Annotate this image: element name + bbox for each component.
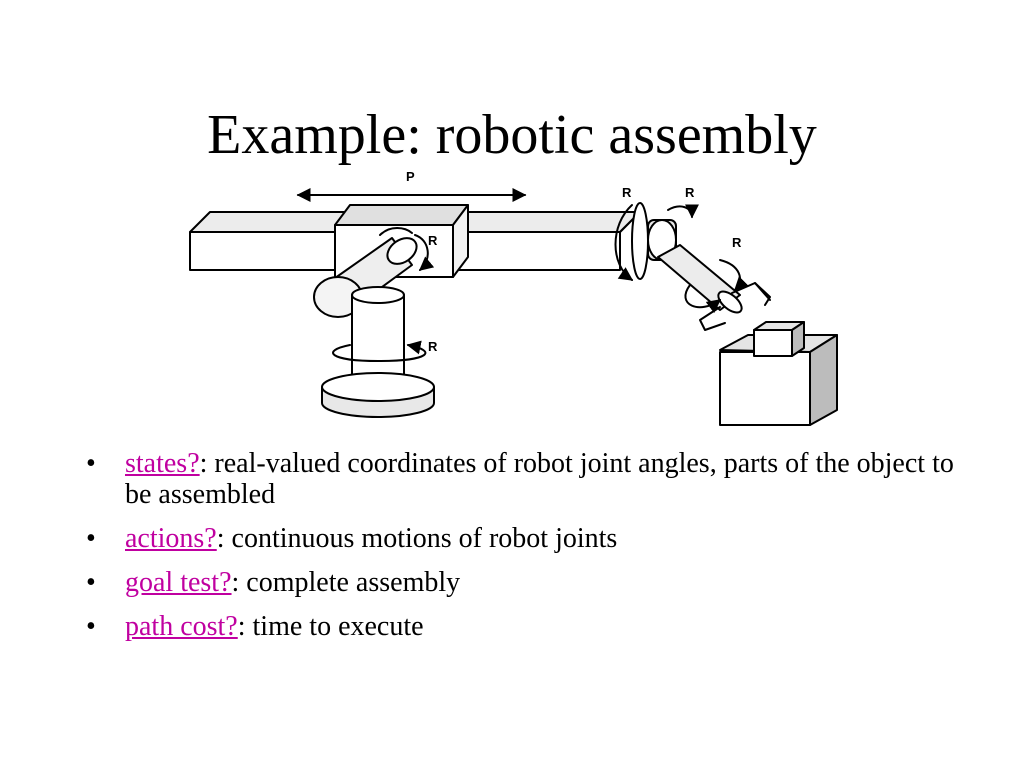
label-r-wrist-1: R	[622, 185, 632, 200]
term-link-states[interactable]: states?	[125, 448, 200, 479]
bullet-dot: •	[86, 448, 96, 479]
bullet-text: : real-valued coordinates of robot joint…	[125, 448, 954, 510]
list-item: • path cost?: time to execute	[80, 611, 960, 642]
bullet-dot: •	[86, 611, 96, 642]
label-r-shoulder: R	[428, 233, 438, 248]
shoulder-rotation-arrow	[414, 234, 435, 271]
list-item: • goal test?: complete assembly	[80, 567, 960, 598]
term-link-actions[interactable]: actions?	[125, 523, 217, 554]
base-rotation-arrow	[332, 340, 427, 362]
target-object	[719, 321, 838, 426]
term-link-goal-test[interactable]: goal test?	[125, 567, 232, 598]
bullet-dot: •	[86, 567, 96, 598]
bullet-text: : continuous motions of robot joints	[216, 523, 618, 554]
label-r-forearm: R	[732, 235, 742, 250]
term-link-path-cost[interactable]: path cost?	[125, 611, 238, 642]
robot-arm-diagram: P R R	[180, 165, 860, 435]
wrist-rotation-arrow	[614, 204, 634, 281]
label-p: P	[406, 169, 415, 184]
shoulder-arm	[313, 237, 418, 318]
base-platform	[321, 372, 435, 418]
wrist-disc	[631, 202, 649, 280]
gripper	[699, 282, 771, 331]
bullet-list: • states?: real-valued coordinates of ro…	[80, 448, 960, 655]
list-item: • actions?: continuous motions of robot …	[80, 523, 960, 554]
bullet-text: : complete assembly	[231, 567, 461, 598]
bullet-dot: •	[86, 523, 96, 554]
label-r-wrist-2: R	[685, 185, 695, 200]
slide-title: Example: robotic assembly	[207, 104, 817, 166]
bullet-text: : time to execute	[237, 611, 424, 642]
label-r-base: R	[428, 339, 438, 354]
list-item: • states?: real-valued coordinates of ro…	[80, 448, 960, 510]
